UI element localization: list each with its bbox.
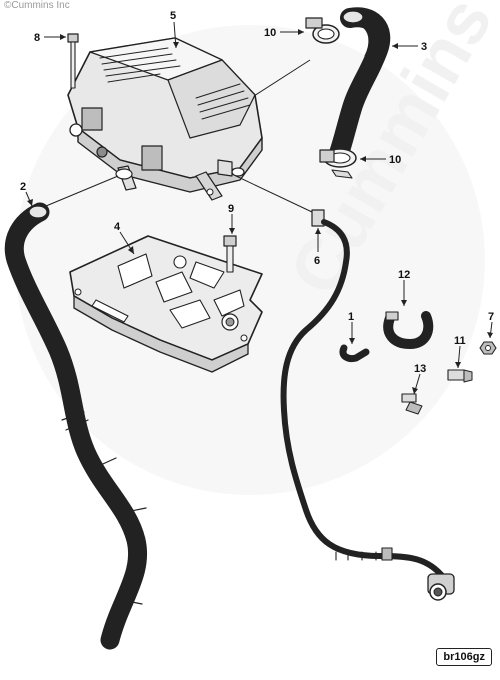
part-11-fitting (447, 369, 473, 383)
callout-4: 4 (114, 221, 121, 233)
part-7-nut (479, 341, 497, 355)
part-3-upper-hose (328, 7, 391, 166)
part-13-bolt (401, 393, 423, 415)
leader-arrowheads (27, 29, 493, 394)
callout-5: 5 (170, 10, 176, 22)
callout-11: 11 (454, 335, 466, 347)
callout-10-lower: 10 (389, 154, 401, 166)
part-12-p-clamp (383, 311, 434, 349)
figure-reference-code: br106gz (436, 648, 492, 666)
callout-9: 9 (228, 203, 234, 215)
callout-1: 1 (348, 311, 354, 323)
callout-7: 7 (488, 311, 494, 323)
part-5-module (67, 37, 263, 201)
part-8-bolt (67, 33, 79, 89)
callout-6: 6 (314, 255, 320, 267)
copyright-text: ©Cummins Inc (4, 0, 70, 11)
part-10-upper-clamp (305, 17, 340, 44)
callout-labels: 8 5 10 3 10 2 4 9 6 12 1 7 11 13 (20, 10, 494, 375)
callout-3: 3 (421, 41, 427, 53)
part-1-clip (339, 344, 370, 362)
part-4-bracket (69, 235, 263, 373)
part-6-line (280, 209, 455, 601)
callout-12: 12 (398, 269, 410, 281)
callout-13: 13 (414, 363, 426, 375)
part-10-lower-clamp (319, 148, 357, 179)
callout-8: 8 (34, 32, 40, 44)
part-2-left-hose (4, 202, 147, 650)
part-9-bolt (223, 235, 237, 273)
callout-2: 2 (20, 181, 26, 193)
callout-10-upper: 10 (264, 27, 276, 39)
